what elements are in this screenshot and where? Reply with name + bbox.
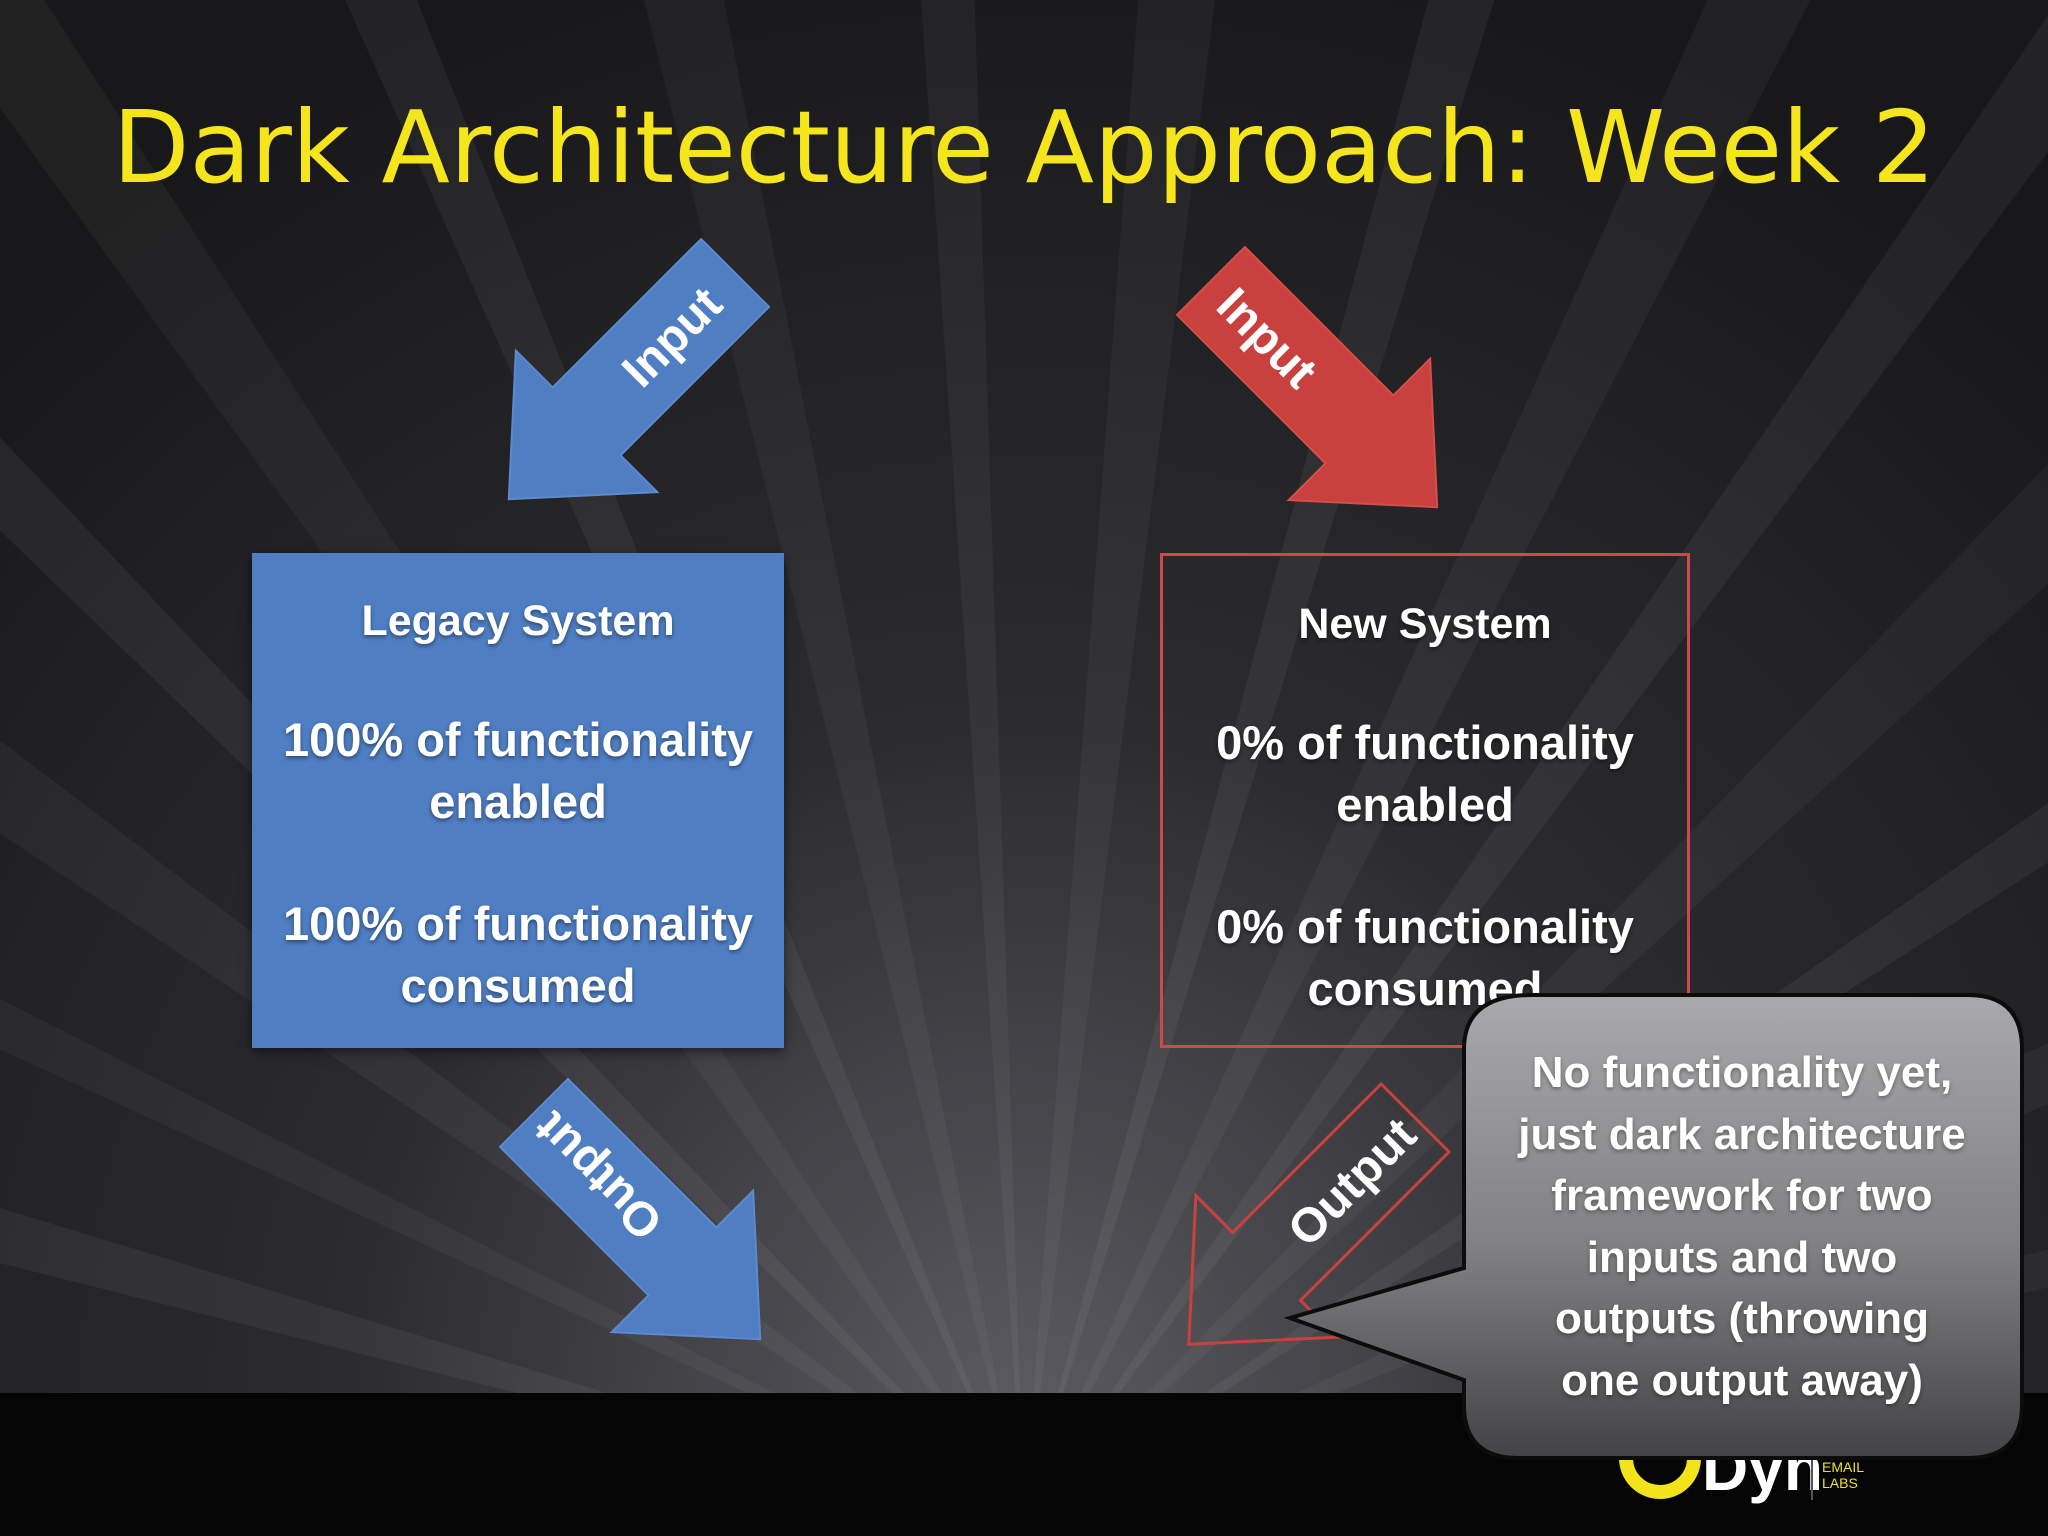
new-system-title: New System [1298,600,1552,648]
legacy-system-title: Legacy System [361,597,675,645]
legacy-consumed-line2: consumed [400,959,636,1012]
light-ray [0,998,1024,1520]
legacy-system-box: Legacy System 100% of functionality enab… [252,553,784,1048]
new-enabled-line1: 0% of functionality [1216,716,1634,769]
legacy-consumed-line1: 100% of functionality [282,897,754,950]
callout-line: outputs (throwing [1555,1294,1929,1343]
slide-title: Dark Architecture Approach: Week 2 [112,89,1936,206]
light-ray [643,0,1024,1520]
logo-sub-email: EMAIL [1822,1459,1864,1475]
callout-line: one output away) [1561,1355,1923,1405]
legacy-enabled-line1: 100% of functionality [282,713,754,766]
logo-sub-labs: LABS [1822,1475,1858,1491]
new-system-box: New System 0% of functionality enabled 0… [1160,553,1690,1048]
callout-line: inputs and two [1586,1232,1898,1282]
callout-line: No functionality yet, [1531,1048,1953,1097]
light-ray [921,0,1024,1520]
new-enabled-line2: enabled [1336,778,1514,831]
legacy-enabled-line2: enabled [429,775,607,828]
callout-text: No functionality yet, just dark architect… [1468,1042,2016,1411]
callout-line: just dark architecture [1518,1109,1966,1159]
callout-line: framework for two [1551,1171,1933,1220]
light-ray [1024,0,1215,1520]
new-consumed-line1: 0% of functionality [1216,900,1634,953]
